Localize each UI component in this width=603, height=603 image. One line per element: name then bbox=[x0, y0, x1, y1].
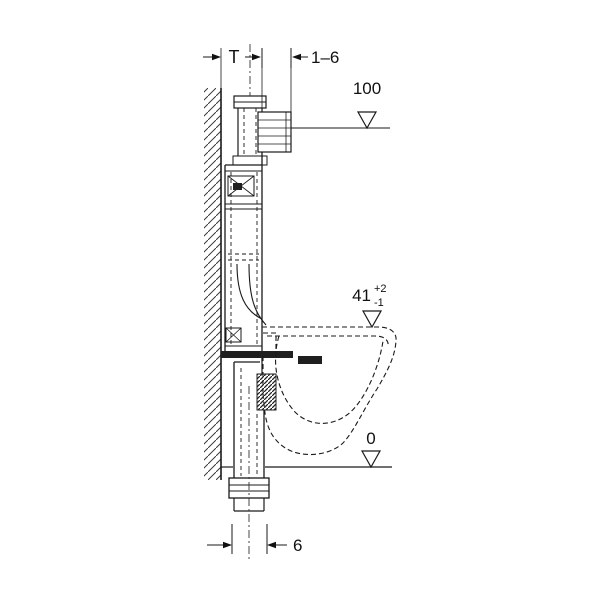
flush-bend-assembly bbox=[232, 95, 292, 166]
mounting-nut bbox=[298, 356, 322, 364]
flush-bend-box bbox=[257, 111, 292, 153]
level-marker-100 bbox=[356, 111, 378, 130]
centerlines bbox=[248, 44, 251, 560]
dim-label-floor-level: 0 bbox=[366, 429, 375, 448]
bowl-inner-curve bbox=[274, 335, 384, 424]
fill-valve bbox=[227, 175, 255, 197]
toilet-bowl-outline bbox=[262, 326, 397, 456]
dim-label-protrusion-range: 1–6 bbox=[311, 48, 339, 67]
arrowhead-right bbox=[223, 541, 232, 549]
bowl-outer-profile bbox=[262, 326, 397, 456]
dim-height-100 bbox=[291, 111, 390, 130]
dim-label-height-41: 41 bbox=[352, 286, 371, 305]
dim-label-outlet-offset: 6 bbox=[293, 536, 302, 555]
flush-pipe-curve bbox=[236, 263, 263, 320]
dim-label-height-100: 100 bbox=[353, 79, 381, 98]
wall-hatch bbox=[204, 88, 221, 480]
dim-floor-level bbox=[360, 450, 382, 469]
cistern-frame bbox=[221, 152, 322, 364]
dim-label-tolerance-minus: -1 bbox=[374, 297, 384, 309]
arrowhead-right bbox=[252, 53, 261, 61]
drain-pipe bbox=[228, 361, 277, 512]
dim-bottom-offset bbox=[207, 524, 287, 554]
level-marker-0 bbox=[360, 450, 382, 469]
arrowhead-left bbox=[267, 541, 276, 549]
level-marker-41 bbox=[361, 310, 383, 329]
dimension-annotations: T 1–6 100 41 +2 -1 0 6 bbox=[203, 47, 390, 555]
frame-bracket bbox=[225, 327, 242, 343]
dim-label-tolerance-plus: +2 bbox=[374, 283, 387, 295]
arrowhead-left bbox=[292, 53, 301, 61]
wall-section bbox=[204, 88, 222, 480]
outlet-connector bbox=[256, 373, 277, 411]
mounting-rail bbox=[221, 351, 293, 358]
dim-top bbox=[203, 48, 308, 112]
bowl-rim-inner bbox=[267, 335, 389, 347]
dim-height-41 bbox=[361, 310, 383, 329]
dim-label-wall-thickness: T bbox=[229, 47, 240, 67]
arrowhead-right bbox=[212, 53, 221, 61]
